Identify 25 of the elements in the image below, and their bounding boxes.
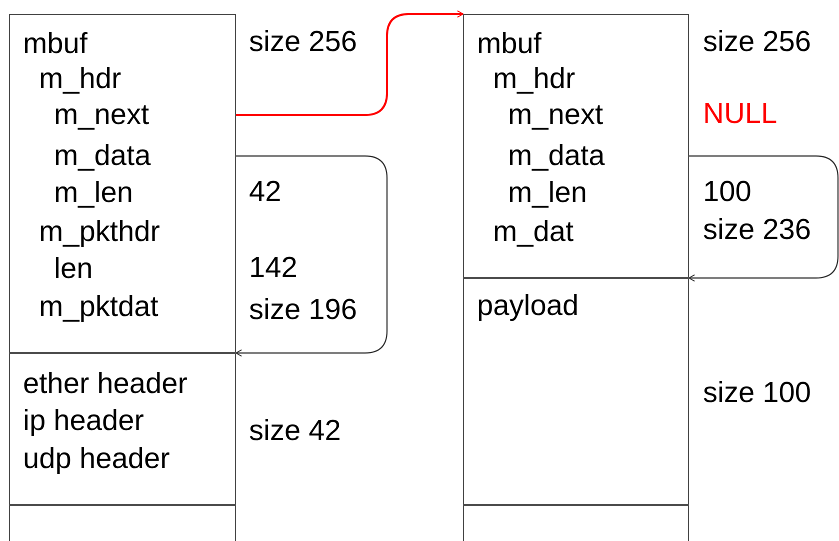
block-text: mbuf	[477, 29, 542, 59]
memory-block	[463, 278, 689, 505]
value-label: 142	[249, 253, 298, 283]
pointer-arrow	[235, 10, 464, 116]
value-label: 42	[249, 177, 282, 207]
block-text: udp header	[23, 444, 170, 474]
pointer-arrow	[235, 155, 388, 357]
empty-block	[463, 505, 689, 541]
block-text: payload	[477, 291, 579, 321]
pointer-arrow	[688, 155, 839, 282]
memory-block	[9, 353, 236, 505]
value-label: NULL	[703, 99, 778, 129]
value-label: size 196	[249, 295, 358, 325]
value-label: size 100	[703, 378, 812, 408]
value-label: size 42	[249, 416, 341, 446]
block-text: ether header	[23, 369, 188, 399]
block-text: mbuf	[23, 29, 88, 59]
value-label: size 236	[703, 215, 812, 245]
memory-block	[463, 14, 689, 278]
block-text: ip header	[23, 406, 144, 436]
memory-block	[9, 14, 236, 353]
empty-block	[9, 505, 236, 541]
value-label: size 256	[703, 27, 812, 57]
value-label: 100	[703, 177, 752, 207]
value-label: size 256	[249, 27, 358, 57]
